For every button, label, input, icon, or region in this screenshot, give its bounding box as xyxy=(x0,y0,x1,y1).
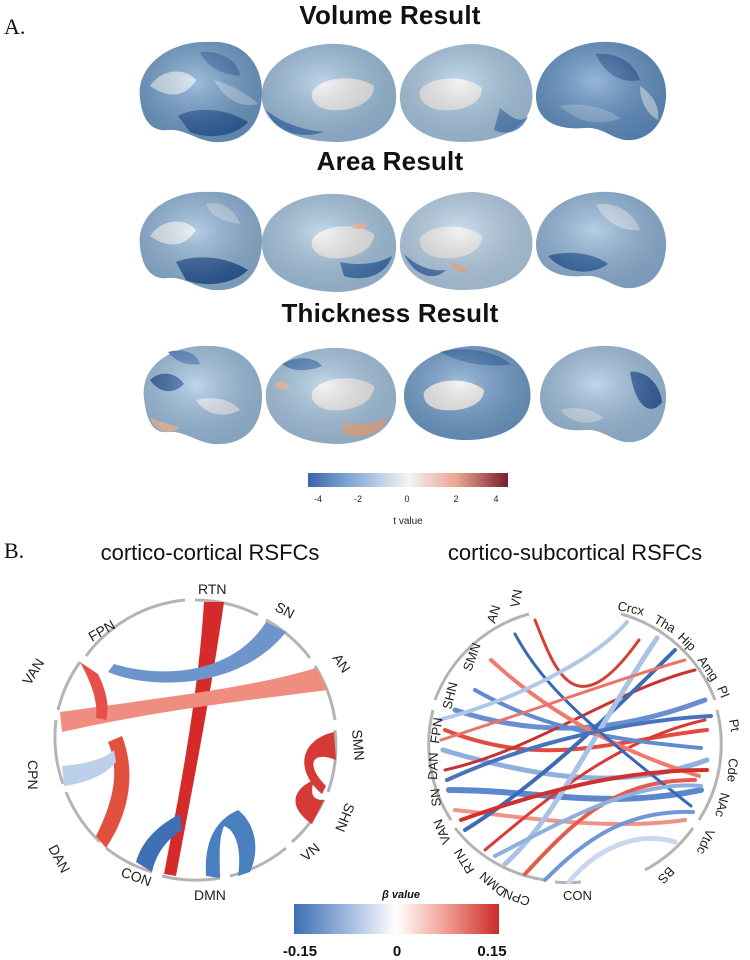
node-label: Vtdc xyxy=(693,827,717,857)
chord-shn-self xyxy=(295,780,324,824)
volume-lateral-left-brain xyxy=(139,41,262,143)
node-label: Tha xyxy=(652,612,680,637)
thickness-brain-row xyxy=(143,345,667,445)
node-label: AN xyxy=(330,651,354,676)
t-value-label: t value xyxy=(393,516,423,527)
beta-tick: 0 xyxy=(393,943,401,960)
beta-tick: -0.15 xyxy=(283,943,317,960)
chord-sn-van xyxy=(108,622,286,683)
chord-smn-self xyxy=(304,732,336,794)
cortico-cortical-chord: RTN SN AN SMN SHN VN DMN CON DAN CPN VAN… xyxy=(19,581,368,900)
area-brain-row xyxy=(139,191,667,292)
chord-cpn-link xyxy=(62,750,116,786)
chord-con-link xyxy=(136,814,182,872)
node-label: BS xyxy=(655,864,678,887)
volume-result-title: Volume Result xyxy=(299,0,481,30)
node-label: VAN xyxy=(430,817,454,847)
panel-b-label: B. xyxy=(4,538,25,563)
beta-colorbar-gradient xyxy=(294,904,499,934)
node-label: VN xyxy=(298,840,323,865)
node-label: VAN xyxy=(19,656,47,688)
chord-dmn-self xyxy=(205,810,256,878)
t-tick: 4 xyxy=(493,494,498,504)
node-label: DAN xyxy=(45,842,73,876)
cortico-subcortical-title: cortico-subcortical RSFCs xyxy=(447,540,703,565)
node-label: FPN xyxy=(86,617,118,645)
node-label: SMN xyxy=(460,641,484,673)
node-label: RTN xyxy=(198,581,227,597)
node-label: AN xyxy=(484,603,504,625)
area-lateral-left-brain xyxy=(139,191,262,291)
t-tick: -2 xyxy=(354,494,362,504)
beta-value-label: β value xyxy=(381,889,420,901)
node-label: FPN xyxy=(427,717,445,745)
chord-dan-van xyxy=(96,736,130,848)
node-label: SN xyxy=(273,599,298,622)
area-medial-left-brain xyxy=(261,193,397,292)
t-value-colorbar: -4 -2 0 2 4 t value xyxy=(308,473,508,527)
area-result-title: Area Result xyxy=(316,146,464,176)
node-label: Hip xyxy=(675,630,699,654)
cortico-subcortical-chord: VN AN SMN SHN FPN DAN SN VAN RTN DMN CPN… xyxy=(425,588,743,909)
thickness-medial-left-brain xyxy=(265,347,397,444)
t-tick: -4 xyxy=(314,494,322,504)
thickness-lateral-left-brain xyxy=(143,345,262,445)
cortico-cortical-title: cortico-cortical RSFCs xyxy=(100,540,320,565)
t-tick: 2 xyxy=(453,494,458,504)
thickness-result-title: Thickness Result xyxy=(281,298,499,328)
area-lateral-right-brain xyxy=(536,191,667,289)
beta-tick: 0.15 xyxy=(477,943,506,960)
node-label: SMN xyxy=(349,729,368,761)
volume-medial-right-brain xyxy=(399,44,533,142)
t-colorbar-gradient xyxy=(308,473,508,487)
node-label: Cde xyxy=(724,758,741,783)
t-tick: 0 xyxy=(404,494,409,504)
node-label: NAc xyxy=(712,791,733,819)
thickness-lateral-right-brain xyxy=(540,345,667,443)
node-label: CON xyxy=(563,888,592,903)
node-label: SHN xyxy=(439,680,460,710)
panel-a-label: A. xyxy=(4,14,26,39)
node-label: SHN xyxy=(332,801,358,834)
node-label: Crcx xyxy=(616,598,646,618)
volume-medial-left-brain xyxy=(261,43,397,143)
chord-an-cpn xyxy=(60,668,328,732)
thickness-medial-right-brain xyxy=(403,346,531,440)
node-label: Pl xyxy=(714,684,732,700)
node-label: SN xyxy=(427,788,444,808)
chord-van-link xyxy=(80,662,108,720)
volume-brain-row xyxy=(139,41,667,143)
volume-lateral-right-brain xyxy=(536,41,667,141)
node-label: Pt xyxy=(726,718,743,733)
node-label: DMN xyxy=(194,887,226,900)
brain-surface-maps xyxy=(139,41,667,445)
node-label: RTN xyxy=(451,846,478,876)
beta-value-colorbar: β value -0.15 0 0.15 xyxy=(283,889,507,960)
area-medial-right-brain xyxy=(399,192,533,290)
node-label: CPN xyxy=(25,760,41,790)
node-label: VN xyxy=(507,588,525,608)
node-label: DAN xyxy=(425,752,441,780)
